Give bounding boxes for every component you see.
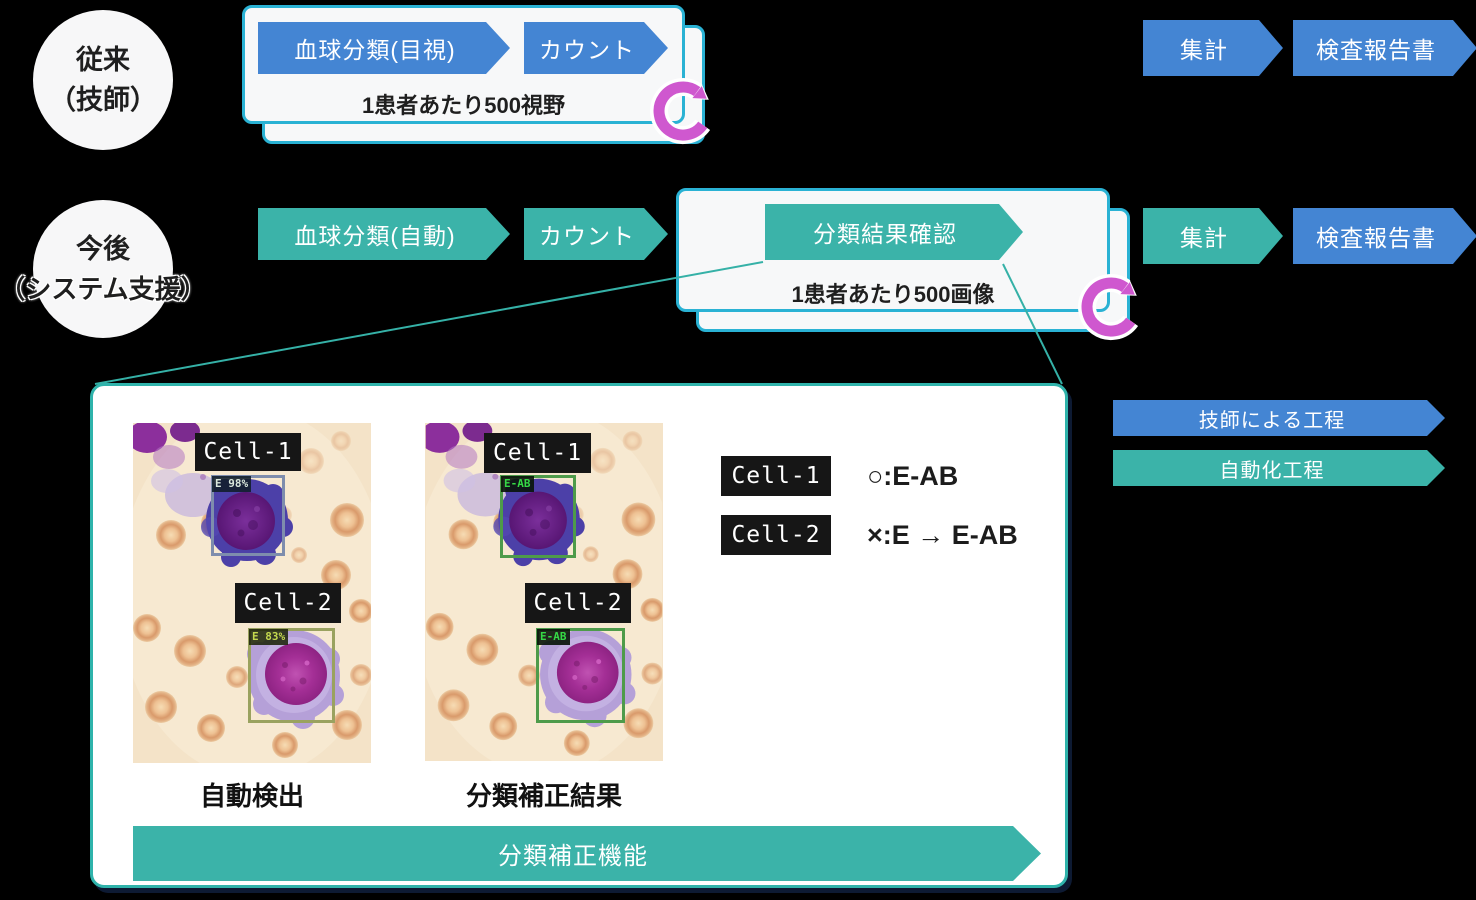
cell2-result-badge: Cell-2 bbox=[721, 515, 831, 555]
step-report-conventional-label: 検査報告書 bbox=[1316, 37, 1436, 63]
step-confirm-results: 分類結果確認 bbox=[765, 204, 1023, 260]
step-count-conventional: カウント bbox=[524, 22, 668, 74]
step-confirm-results-label: 分類結果確認 bbox=[813, 221, 957, 247]
future-note: 1患者あたり500画像 bbox=[791, 282, 995, 307]
step-count-conventional-label: カウント bbox=[539, 37, 635, 63]
feature-arrow-correction: 分類補正機能 bbox=[133, 826, 1041, 881]
step-classify-visual-label: 血球分類(目視) bbox=[294, 37, 456, 63]
actor-conventional-line1: 従来 bbox=[76, 44, 130, 75]
step-aggregate-conventional-label: 集計 bbox=[1180, 37, 1228, 63]
cell1-result-badge: Cell-1 bbox=[721, 456, 831, 496]
step-aggregate-future-label: 集計 bbox=[1180, 225, 1228, 251]
repeat-loop-icon-conventional bbox=[650, 74, 720, 146]
cell-image-corrected: Cell-1 E-AB Cell-2 E-AB bbox=[425, 423, 663, 761]
result-row-cell1: Cell-1 ○:E-AB bbox=[721, 456, 1018, 496]
cell2-label-badge: Cell-2 bbox=[525, 583, 631, 623]
cell1-label-badge: Cell-1 bbox=[484, 433, 591, 473]
cell1-class-tag: E-AB bbox=[501, 476, 534, 492]
legend-automated-process: 自動化工程 bbox=[1113, 450, 1445, 486]
step-report-future: 検査報告書 bbox=[1293, 208, 1476, 264]
feature-arrow-label: 分類補正機能 bbox=[498, 843, 648, 870]
cell1-result-text: ○:E-AB bbox=[867, 460, 959, 491]
legend-technician-label: 技師による工程 bbox=[1198, 409, 1346, 432]
legend-automated-label: 自動化工程 bbox=[1219, 459, 1325, 482]
classification-results: Cell-1 ○:E-AB Cell-2 ×:E → E-AB bbox=[721, 456, 1018, 555]
cell1-class-box bbox=[500, 475, 576, 558]
step-count-future: カウント bbox=[524, 208, 668, 260]
step-aggregate-conventional: 集計 bbox=[1143, 20, 1283, 76]
cell2-class-tag: E-AB bbox=[537, 629, 570, 645]
actor-future: 今後 （システム支援） bbox=[0, 200, 207, 338]
cell2-class-box bbox=[536, 628, 625, 723]
actor-conventional: 従来 （技師） bbox=[33, 10, 173, 150]
step-classify-auto: 血球分類(自動) bbox=[258, 208, 510, 260]
cell2-confidence-tag: E 83% bbox=[249, 629, 289, 645]
cell1-confidence-tag: E 98% bbox=[212, 476, 252, 492]
conventional-note: 1患者あたり500視野 bbox=[362, 93, 565, 118]
step-classify-auto-label: 血球分類(自動) bbox=[294, 223, 456, 249]
cell2-detection-box bbox=[248, 628, 335, 723]
step-report-future-label: 検査報告書 bbox=[1316, 225, 1436, 251]
repeat-loop-icon-future bbox=[1078, 270, 1148, 342]
cell2-result-text: ×:E → E-AB bbox=[867, 519, 1018, 550]
step-classify-visual: 血球分類(目視) bbox=[258, 22, 510, 74]
actor-future-line2: （システム支援） bbox=[0, 273, 207, 304]
step-count-future-label: カウント bbox=[539, 223, 635, 249]
caption-auto-detection: 自動検出 bbox=[199, 781, 304, 811]
step-aggregate-future: 集計 bbox=[1143, 208, 1283, 264]
detail-panel: Cell-1 E 98% Cell-2 E 83% Cell-1 E-AB Ce… bbox=[90, 383, 1068, 888]
cell-image-auto-detection: Cell-1 E 98% Cell-2 E 83% bbox=[133, 423, 371, 763]
cell2-label-badge: Cell-2 bbox=[235, 583, 341, 623]
caption-corrected-result: 分類補正結果 bbox=[465, 781, 622, 811]
actor-conventional-line2: （技師） bbox=[49, 85, 157, 115]
legend-technician-process: 技師による工程 bbox=[1113, 400, 1445, 436]
result-row-cell2: Cell-2 ×:E → E-AB bbox=[721, 515, 1018, 555]
cell1-label-badge: Cell-1 bbox=[195, 433, 301, 471]
step-report-conventional: 検査報告書 bbox=[1293, 20, 1476, 76]
actor-future-line1: 今後 bbox=[76, 234, 130, 265]
